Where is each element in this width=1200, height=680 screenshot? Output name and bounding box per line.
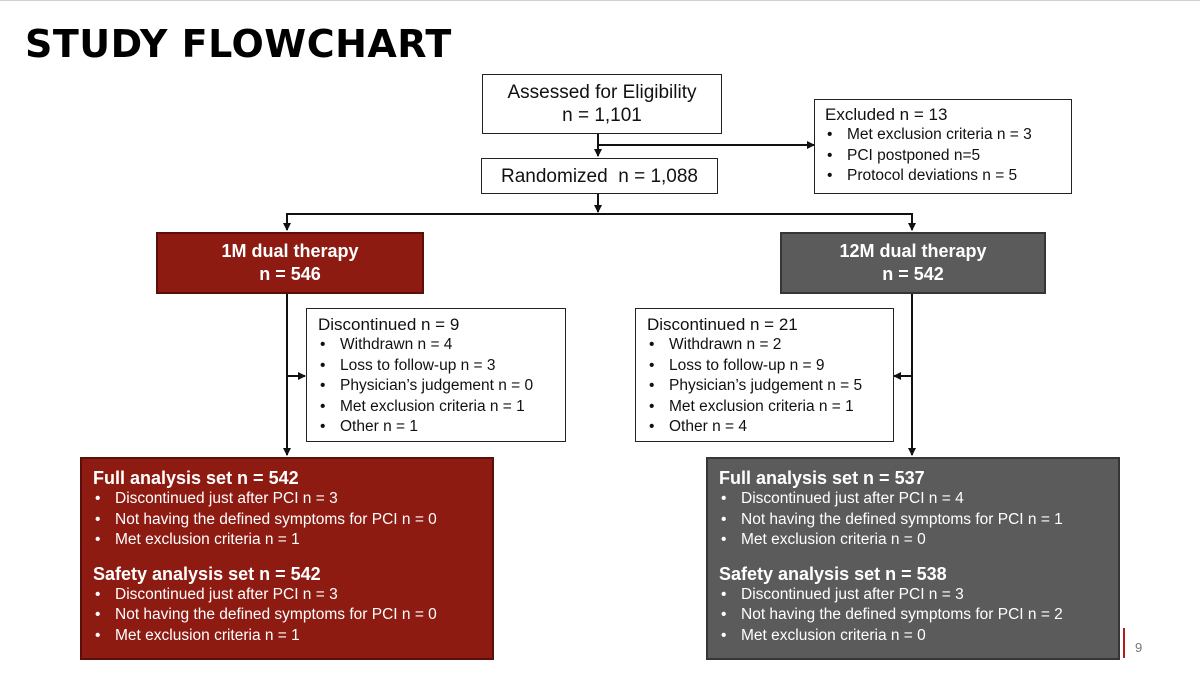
discontinued-12m-heading: Discontinued n = 21 xyxy=(647,315,798,334)
discontinued-1m-box: Discontinued n = 9 Withdrawn n = 4 Loss … xyxy=(306,308,566,442)
safety-analysis-12m-list: Discontinued just after PCI n = 3 Not ha… xyxy=(719,585,1118,647)
page-number: 9 xyxy=(1135,640,1143,655)
full-analysis-1m-heading: Full analysis set n = 542 xyxy=(93,468,299,488)
list-item: Met exclusion criteria n = 1 xyxy=(647,397,893,418)
discontinued-12m-box: Discontinued n = 21 Withdrawn n = 2 Loss… xyxy=(635,308,894,442)
list-item: Discontinued just after PCI n = 3 xyxy=(719,585,1118,606)
list-item: Protocol deviations n = 5 xyxy=(825,166,1071,187)
full-analysis-1m-list: Discontinued just after PCI n = 3 Not ha… xyxy=(93,489,492,551)
list-item: Not having the defined symptoms for PCI … xyxy=(719,605,1118,626)
list-item: Withdrawn n = 4 xyxy=(318,335,565,356)
list-item: Met exclusion criteria n = 1 xyxy=(318,397,565,418)
excluded-box: Excluded n = 13 Met exclusion criteria n… xyxy=(814,99,1072,194)
top-divider xyxy=(0,0,1200,1)
arm-1m-count: n = 546 xyxy=(259,264,321,284)
list-item: Met exclusion criteria n = 0 xyxy=(719,626,1118,647)
discontinued-1m-heading: Discontinued n = 9 xyxy=(318,315,460,334)
list-item: PCI postponed n=5 xyxy=(825,146,1071,167)
arm-1m-name: 1M dual therapy xyxy=(221,241,359,261)
list-item: Discontinued just after PCI n = 3 xyxy=(93,585,492,606)
page-title: STUDY FLOWCHART xyxy=(25,22,452,66)
safety-analysis-1m-list: Discontinued just after PCI n = 3 Not ha… xyxy=(93,585,492,647)
analysis-12m-box: Full analysis set n = 537 Discontinued j… xyxy=(706,457,1120,660)
list-item: Met exclusion criteria n = 3 xyxy=(825,125,1071,146)
safety-analysis-12m-heading: Safety analysis set n = 538 xyxy=(719,563,947,584)
list-item: Met exclusion criteria n = 1 xyxy=(93,626,492,647)
arm-12m-count: n = 542 xyxy=(882,264,944,284)
list-item: Loss to follow-up n = 9 xyxy=(647,356,893,377)
list-item: Discontinued just after PCI n = 4 xyxy=(719,489,1118,510)
assessed-label: Assessed for Eligibility xyxy=(507,82,697,103)
list-item: Not having the defined symptoms for PCI … xyxy=(93,510,492,531)
excluded-list: Met exclusion criteria n = 3 PCI postpon… xyxy=(825,125,1071,187)
arm-12m-box: 12M dual therapy n = 542 xyxy=(780,232,1046,294)
list-item: Other n = 1 xyxy=(318,417,565,438)
analysis-1m-box: Full analysis set n = 542 Discontinued j… xyxy=(80,457,494,660)
list-item: Met exclusion criteria n = 0 xyxy=(719,530,1118,551)
arm-1m-box: 1M dual therapy n = 546 xyxy=(156,232,424,294)
safety-analysis-1m-heading: Safety analysis set n = 542 xyxy=(93,563,321,584)
arm-12m-name: 12M dual therapy xyxy=(839,241,987,261)
randomized-box: Randomized n = 1,088 xyxy=(481,158,718,194)
assessed-count: n = 1,101 xyxy=(562,105,642,126)
full-analysis-12m-heading: Full analysis set n = 537 xyxy=(719,468,925,488)
list-item: Not having the defined symptoms for PCI … xyxy=(719,510,1118,531)
assessed-box: Assessed for Eligibility n = 1,101 xyxy=(482,74,722,134)
list-item: Other n = 4 xyxy=(647,417,893,438)
list-item: Discontinued just after PCI n = 3 xyxy=(93,489,492,510)
list-item: Met exclusion criteria n = 1 xyxy=(93,530,492,551)
list-item: Withdrawn n = 2 xyxy=(647,335,893,356)
randomized-label: Randomized n = 1,088 xyxy=(501,165,698,187)
list-item: Physician’s judgement n = 0 xyxy=(318,376,565,397)
page-number-accent xyxy=(1123,628,1125,658)
list-item: Loss to follow-up n = 3 xyxy=(318,356,565,377)
list-item: Physician’s judgement n = 5 xyxy=(647,376,893,397)
discontinued-12m-list: Withdrawn n = 2 Loss to follow-up n = 9 … xyxy=(647,335,893,438)
list-item: Not having the defined symptoms for PCI … xyxy=(93,605,492,626)
discontinued-1m-list: Withdrawn n = 4 Loss to follow-up n = 3 … xyxy=(318,335,565,438)
full-analysis-12m-list: Discontinued just after PCI n = 4 Not ha… xyxy=(719,489,1118,551)
excluded-heading: Excluded n = 13 xyxy=(825,105,948,124)
